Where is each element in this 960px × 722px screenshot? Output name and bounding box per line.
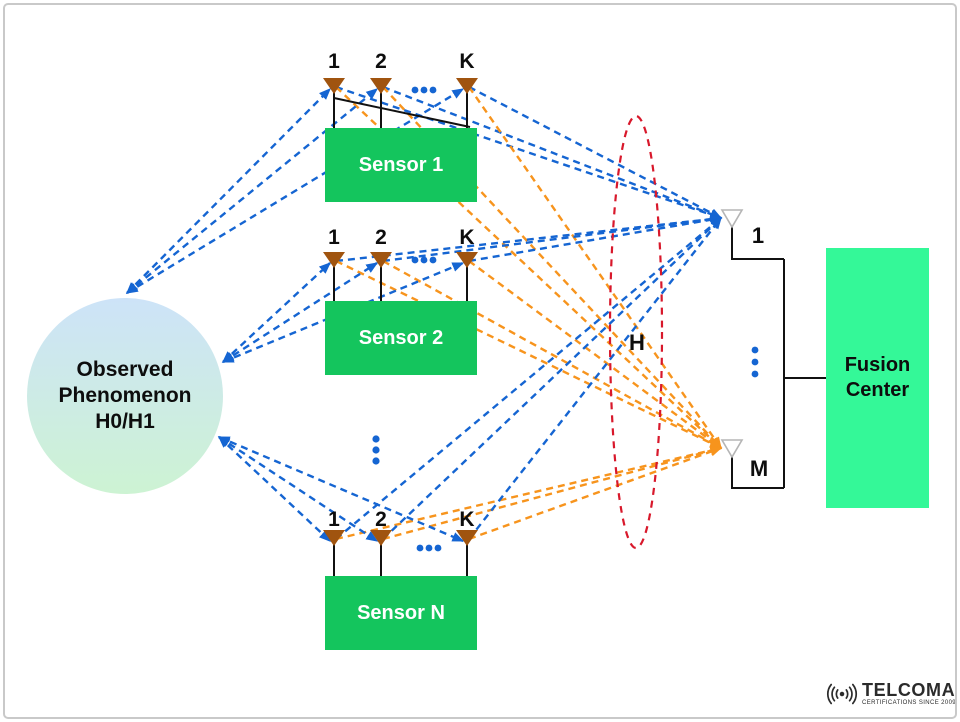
sensor2-ant1-antenna-icon	[323, 252, 345, 268]
sensor3-ant2-to-fc1-link	[382, 217, 722, 540]
sensor2-antennaK-label: K	[459, 226, 475, 249]
sensor2-ellipsis-dot	[420, 256, 428, 264]
sensor1-ellipsis-dot	[429, 86, 437, 94]
telcoma-logo: TELCOMA CERTIFICATIONS SINCE 2009	[824, 676, 956, 712]
sensor1-antennaK-label: K	[459, 50, 475, 73]
sensor-1-box: Sensor 1	[325, 128, 477, 202]
fc-antenna-M-icon	[720, 439, 744, 459]
sensor1-ellipsis-dot	[420, 86, 428, 94]
sensors-ellipsis-dot	[372, 457, 380, 465]
sensor-n-box: Sensor N	[325, 576, 477, 650]
sensor1-ant1-antenna-icon	[323, 78, 345, 94]
sensor3-ant1-to-fc1-link	[335, 217, 723, 540]
sensorN-antenna2-label: 2	[375, 508, 387, 531]
sensor3-ant3-to-fc1-link	[468, 216, 722, 540]
sensor3-ant3-to-fcM-link	[468, 446, 723, 541]
sensorN-antennaK-label: K	[459, 508, 475, 531]
phenomenon-label-line1: Observed	[76, 358, 174, 381]
fusion-center-label-line2: Center	[845, 379, 910, 401]
sensor-2-box: Sensor 2	[325, 301, 477, 375]
sensor3-ellipsis-dot	[425, 544, 433, 552]
radio-waves-icon	[827, 683, 858, 705]
sensor1-ant3-to-fcM-link	[468, 86, 722, 450]
sensor3-ellipsis-dot	[434, 544, 442, 552]
sensor2-ant2-antenna-icon	[370, 252, 392, 268]
sensorN-antenna1-label: 1	[328, 508, 340, 531]
logo-brand: TELCOMA	[862, 680, 956, 700]
sensor2-ant3-antenna-icon	[456, 252, 478, 268]
sensor3-ellipsis-dot	[416, 544, 424, 552]
phenomenon-label-line3: H0/H1	[95, 410, 155, 433]
fc-antenna-m-label: M	[749, 456, 769, 481]
sensor1-ant2-antenna-icon	[370, 78, 392, 94]
sensor2-ant2-to-fc1-link	[382, 214, 723, 263]
sensor2-ellipsis-dot	[411, 256, 419, 264]
sensor2-antenna1-label: 1	[328, 226, 340, 249]
fc-antenna-1-icon	[720, 209, 744, 229]
sensor-2-label: Sensor 2	[358, 326, 444, 349]
phenomenon-to-sensor3-ant2-link	[217, 435, 379, 543]
phenomenon-to-sensor3-ant1-link	[217, 436, 332, 542]
sensors-ellipsis-dot	[372, 446, 380, 454]
sensor-n-label: Sensor N	[357, 601, 445, 624]
phenomenon-to-sensor2-ant1-link	[221, 262, 332, 363]
logo-tagline: CERTIFICATIONS SINCE 2009	[862, 700, 956, 706]
fc-antenna-1-label: 1	[751, 223, 765, 248]
sensor3-ant2-to-fcM-link	[382, 446, 723, 541]
fusion-center-box: Fusion Center	[826, 248, 929, 508]
fc-ellipsis-dot	[751, 370, 759, 378]
phenomenon-to-sensor1-ant1-link	[126, 88, 331, 294]
channel-h-label: H	[629, 330, 645, 355]
fc-ellipsis-dot	[751, 346, 759, 354]
sensor-1-label: Sensor 1	[358, 153, 444, 176]
sensor1-antenna1-label: 1	[328, 50, 340, 73]
sensor2-antenna2-label: 2	[375, 226, 387, 249]
sensors-ellipsis-dot	[372, 435, 380, 443]
observed-phenomenon-node: Observed Phenomenon H0/H1	[27, 298, 223, 494]
sensor1-antenna2-label: 2	[375, 50, 387, 73]
sensor2-ellipsis-dot	[429, 256, 437, 264]
fusion-center-label-line1: Fusion	[844, 354, 911, 376]
sensor1-ant3-antenna-icon	[456, 78, 478, 94]
phenomenon-label-line2: Phenomenon	[58, 384, 192, 407]
fc-ellipsis-dot	[751, 358, 759, 366]
sensor1-feed-line	[333, 97, 471, 128]
sensor2-ant3-to-fc1-link	[468, 214, 723, 263]
sensor2-ant3-to-fcM-link	[468, 260, 723, 449]
sensor1-ant3-to-fc1-link	[468, 85, 723, 220]
sensor1-ellipsis-dot	[411, 86, 419, 94]
